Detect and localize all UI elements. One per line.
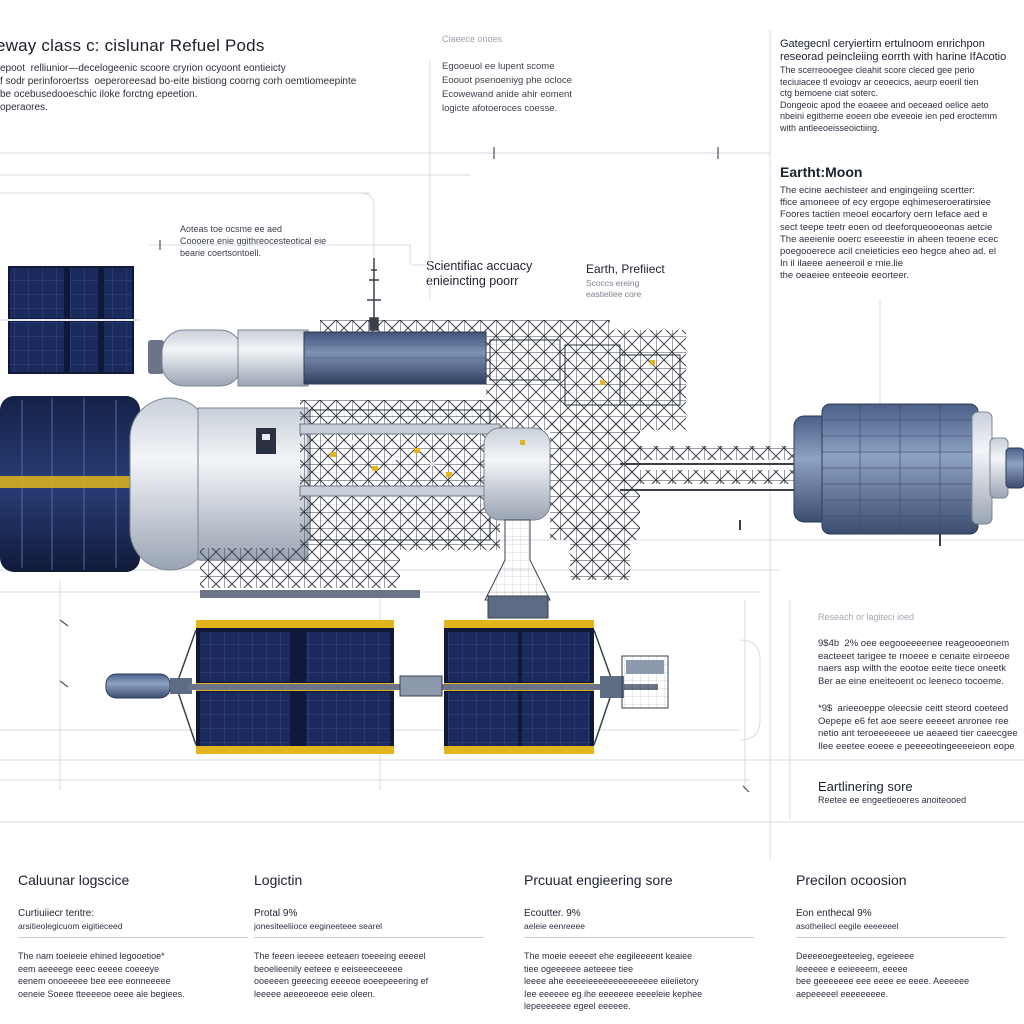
solar-array-left xyxy=(0,266,140,374)
column-subtitle: Curtiuiiecr tentre: xyxy=(18,908,95,919)
column-subcaption: asotheilecl eegile eeeeeeel xyxy=(796,921,899,931)
right-heading: Gategecnl ceryiertirn ertulnoom enrichpo… xyxy=(780,38,1007,63)
truss-upper xyxy=(320,320,686,430)
antenna-mast xyxy=(367,258,381,331)
central-machinery xyxy=(299,360,655,550)
annotation-scientific-accuracy: Scientifiac accuacy enieincting poorr xyxy=(426,259,533,288)
column-title: Prcuuat engieering sore xyxy=(524,872,673,888)
column-1: Caluunar logscice Curtiuiiecr tentre: ar… xyxy=(18,872,248,1000)
main-hull xyxy=(0,396,309,572)
column-divider xyxy=(524,937,754,938)
column-subcaption: aeleie eenreeee xyxy=(524,921,585,931)
top-mid-heading: Ciaeece onoes xyxy=(442,34,503,44)
column-subtitle: Ecoutter. 9% xyxy=(524,908,581,919)
right-description: The scerreooegee cleahit score cleced ge… xyxy=(780,65,998,133)
column-subcaption: arsitieolegicuom eigitieceed xyxy=(18,921,123,931)
column-subcaption: jonesiteeliioce eegineeteee searel xyxy=(254,921,383,931)
column-4: Precilon ocoosion Eon enthecal 9% asothe… xyxy=(796,872,1006,1000)
column-body: The nam toeieeie ehined legooetioe* eem … xyxy=(18,951,185,999)
column-divider xyxy=(796,937,1006,938)
column-divider xyxy=(18,937,248,938)
truss-right xyxy=(550,420,800,580)
column-3: Prcuuat engieering sore Ecoutter. 9% ael… xyxy=(524,872,754,1013)
column-subtitle: Protal 9% xyxy=(254,908,298,919)
annotation-earth-title: Earth, Prefiiect xyxy=(586,262,665,276)
research-paragraph-2: *9$ arieeoeppe oleecsie ceitt steord coe… xyxy=(818,703,1018,752)
page-title: eway class c: cislunar Refuel Pods xyxy=(0,36,265,55)
refuel-pod xyxy=(739,403,1024,546)
annotation-a: Aoteas toe ocsme ee aed Coooere enie ggi… xyxy=(180,224,327,258)
column-body: The feeen ieeeee eeteaen toeeeing eeeeel… xyxy=(254,951,429,999)
column-body: Deeeeoegeeteeieg, egeieeee leeeeee e eei… xyxy=(796,951,970,999)
earth-moon-heading: Eartht:Moon xyxy=(780,164,863,180)
top-mid-description: Egooeuol ee lupent scome Eoouot psenoeni… xyxy=(442,61,572,114)
column-2: Logictin Protal 9% jonesiteeliioce eegin… xyxy=(254,872,484,1000)
research-heading: Reseach or lagiteci ioed xyxy=(818,612,915,622)
annotation-earth-sub: Scoccs ereing eastietiee core xyxy=(586,278,642,299)
column-title: Caluunar logscice xyxy=(18,872,130,888)
research-paragraph-1: 9$4b 2% oee eegooeeeenee reageooeonem ea… xyxy=(818,638,1010,687)
column-subtitle: Eon enthecal 9% xyxy=(796,908,872,919)
lower-boom xyxy=(105,655,669,709)
upper-module xyxy=(148,329,487,387)
earthlinering-heading: Eartlinering sore xyxy=(818,779,913,794)
tick-marks xyxy=(59,147,750,793)
column-body: The moeie eeeeet ehe eegileeeent keaiee … xyxy=(524,951,703,1011)
column-title: Logictin xyxy=(254,872,303,888)
column-divider xyxy=(254,937,484,938)
column-title: Precilon ocoosion xyxy=(796,872,907,888)
truss-lower xyxy=(200,519,551,619)
earth-moon-description: The ecine aechisteer and engingeiing sce… xyxy=(780,185,999,282)
earthlinering-sub: Reetee ee engeetieoeres anoiteooed xyxy=(818,795,967,805)
station-diagram xyxy=(0,30,1024,860)
title-description: epoot relliunior—decelogeenic scoore cry… xyxy=(0,63,357,113)
